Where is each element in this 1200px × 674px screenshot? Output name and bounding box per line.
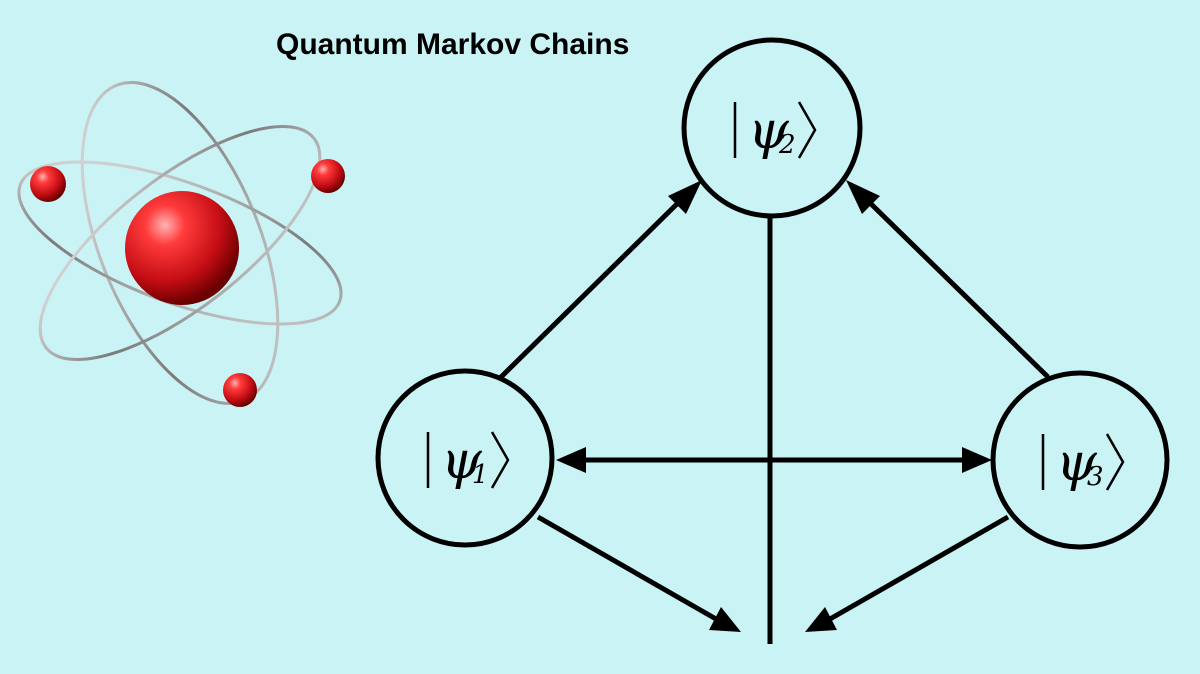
atom-nucleus xyxy=(125,191,239,305)
edge-psi1-outside xyxy=(536,514,718,622)
ket-angle xyxy=(797,101,817,159)
arrowhead xyxy=(846,180,880,214)
electron xyxy=(223,373,257,407)
ket-angle xyxy=(490,431,510,489)
ket-angle xyxy=(1105,433,1125,491)
arrowhead xyxy=(805,607,837,632)
edge-psi3-psi2 xyxy=(863,196,1050,379)
arrowhead xyxy=(962,447,992,473)
state-psi: ψ xyxy=(748,101,790,161)
state-node-psi2: ψ 2 xyxy=(681,37,863,219)
state-psi: ψ xyxy=(1056,433,1098,493)
arrowhead xyxy=(668,180,702,214)
arrowhead xyxy=(709,607,741,632)
state-node-psi3: ψ 3 xyxy=(990,370,1170,550)
edge-psi3-outside xyxy=(828,514,1010,622)
atom-icon xyxy=(17,81,345,407)
edge-psi1-psi2 xyxy=(496,196,685,382)
state-node-psi1: ψ 1 xyxy=(375,368,555,548)
state-subscript: 2 xyxy=(778,130,796,160)
edges xyxy=(496,196,1050,644)
state-subscript: 3 xyxy=(1087,462,1104,492)
state-circle xyxy=(375,368,555,548)
orbit-ring xyxy=(38,124,322,362)
state-circle xyxy=(990,370,1170,550)
state-circle xyxy=(681,37,863,219)
electron xyxy=(30,166,66,202)
electron xyxy=(311,159,345,193)
state-psi: ψ xyxy=(441,431,483,491)
state-subscript: 1 xyxy=(472,460,489,490)
arrowhead xyxy=(556,447,586,473)
page-title: Quantum Markov Chains xyxy=(276,28,630,61)
arrowheads xyxy=(556,180,992,632)
